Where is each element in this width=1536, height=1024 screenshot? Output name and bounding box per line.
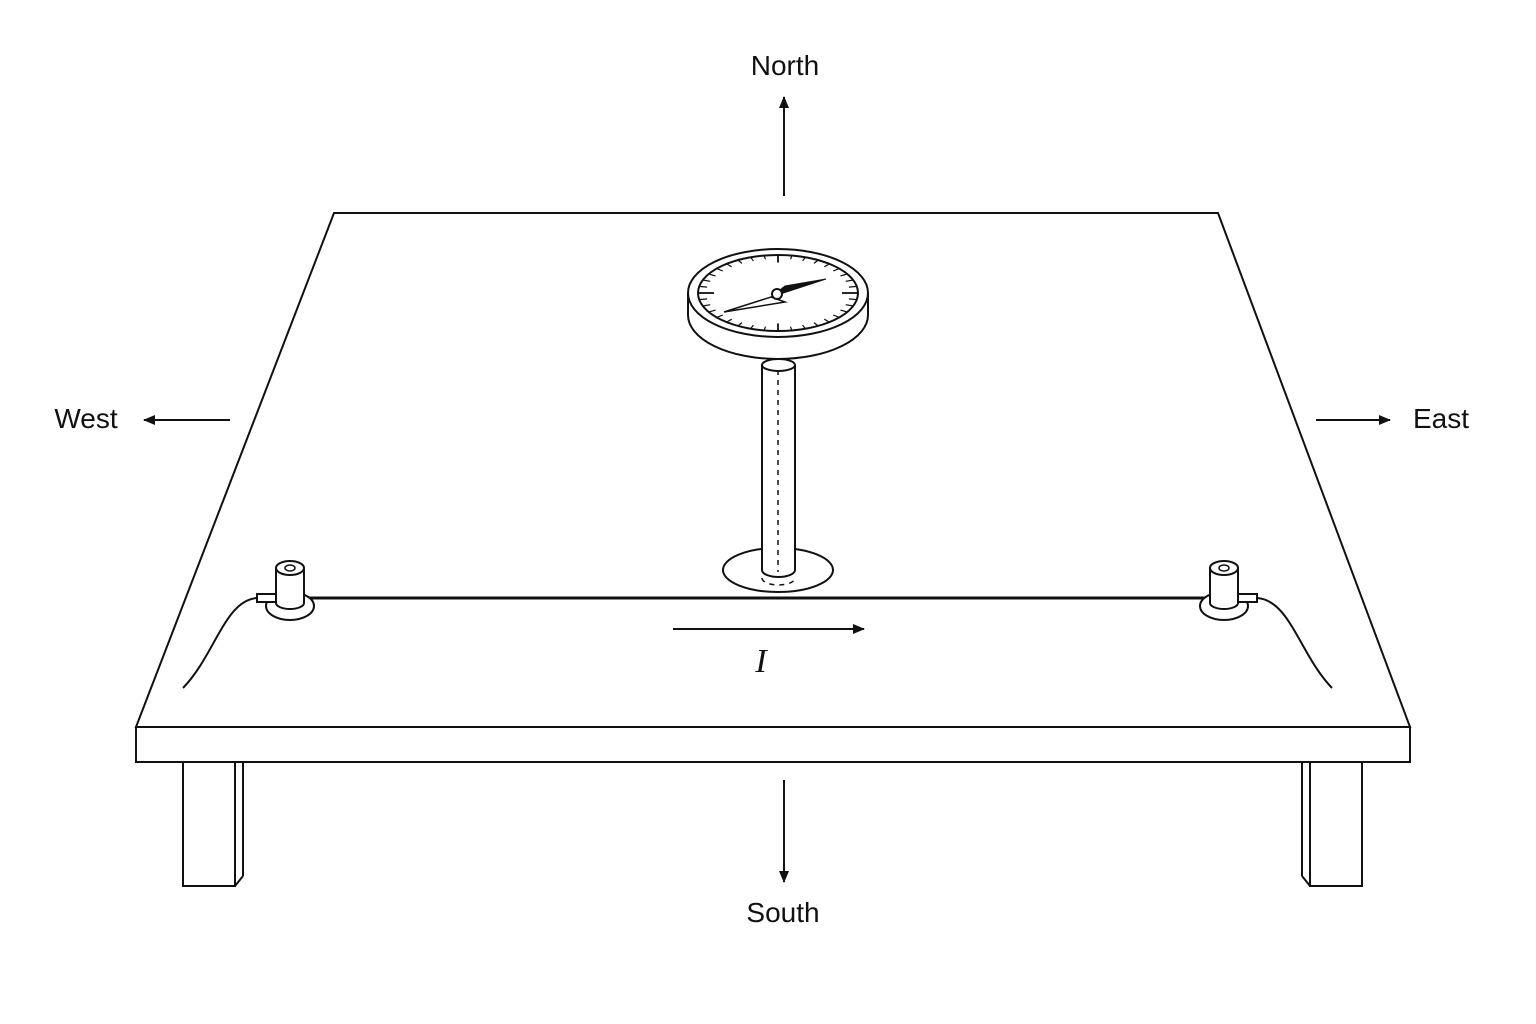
compass-stand-pole <box>761 350 796 586</box>
terminal-post-right <box>1199 560 1258 621</box>
compass-tick <box>802 256 806 262</box>
compass-tick <box>789 326 793 331</box>
compass-tick <box>848 298 857 301</box>
south-label: South <box>746 897 819 928</box>
west-indicator: West <box>54 403 230 434</box>
compass-tick <box>708 273 716 277</box>
south-indicator: South <box>746 780 820 928</box>
compass-tick <box>699 298 708 301</box>
compass-tick <box>789 255 793 260</box>
compass-tick <box>813 322 819 327</box>
table-front-edge <box>135 726 1411 763</box>
compass-tick <box>845 304 854 307</box>
west-label: West <box>54 403 117 434</box>
compass-tick <box>726 263 732 268</box>
terminal-post-left <box>256 560 315 621</box>
compass-tick <box>763 255 767 260</box>
compass-tick <box>716 268 724 272</box>
compass-tick <box>702 304 711 307</box>
compass-tick <box>750 324 754 330</box>
compass-tick <box>708 309 716 313</box>
east-label: East <box>1413 403 1469 434</box>
compass-tick <box>737 322 743 327</box>
compass <box>687 248 869 360</box>
compass-tick <box>845 279 854 282</box>
compass-tick <box>750 256 754 262</box>
compass-tick <box>726 318 732 323</box>
compass-tick <box>737 259 743 264</box>
north-indicator: North <box>751 50 819 196</box>
compass-tick-marks <box>698 255 858 331</box>
compass-tick <box>716 314 724 318</box>
compass-tick <box>763 326 767 331</box>
table-leg-right <box>1301 757 1363 887</box>
compass-tick <box>840 273 848 277</box>
compass-tick <box>824 318 830 323</box>
compass-tick <box>840 309 848 313</box>
compass-tick <box>699 285 708 288</box>
east-indicator: East <box>1316 403 1469 434</box>
compass-tick <box>832 314 840 318</box>
compass-tick <box>832 268 840 272</box>
current-label: I <box>754 643 768 680</box>
compass-tick <box>813 259 819 264</box>
compass-tick <box>802 324 806 330</box>
table-leg-left <box>182 757 244 887</box>
lead-wire-right <box>1256 597 1333 689</box>
compass-tick <box>702 279 711 282</box>
compass-tick <box>848 285 857 288</box>
compass-pivot <box>771 288 783 300</box>
compass-tick <box>824 263 830 268</box>
lead-wire-left <box>182 597 258 689</box>
north-label: North <box>751 50 819 81</box>
